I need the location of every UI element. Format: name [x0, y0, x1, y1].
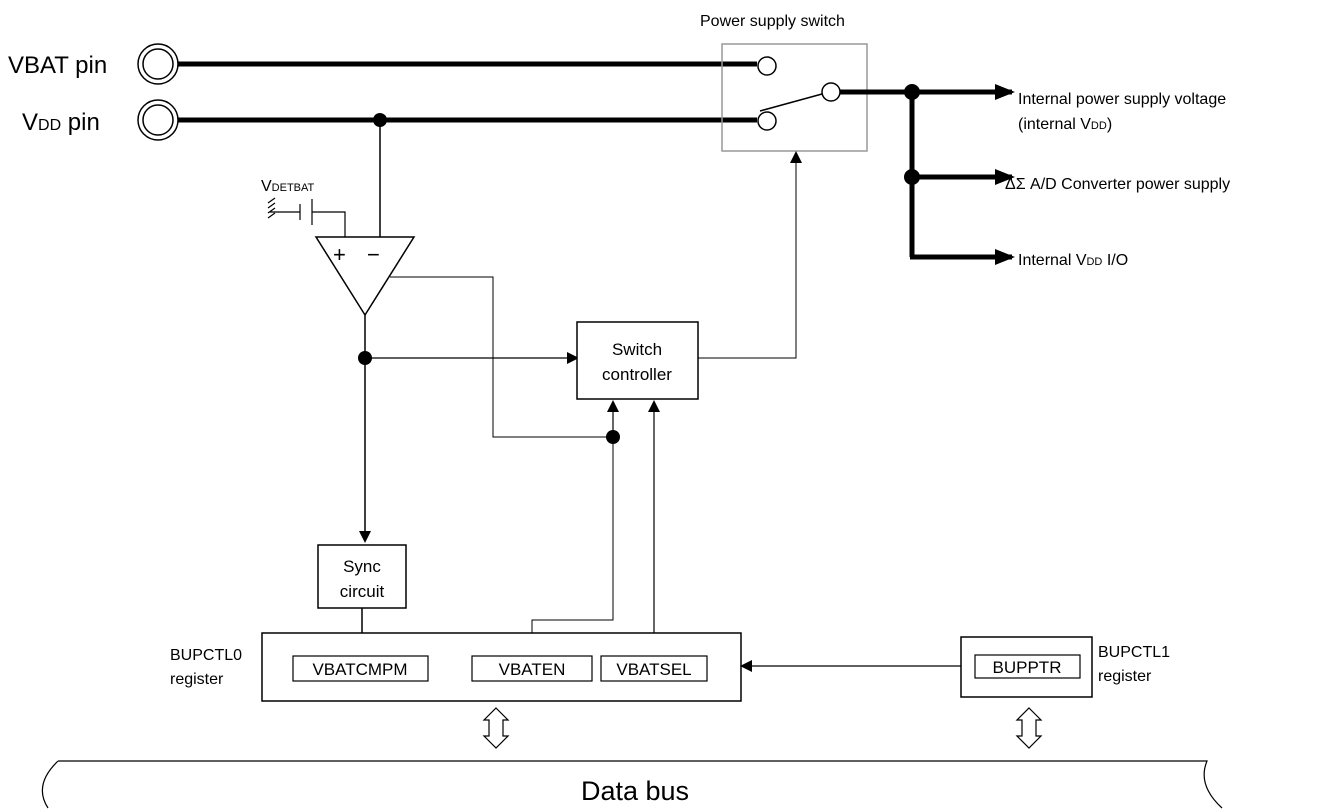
bupctl1-label-2: register — [1098, 668, 1152, 685]
vbaten-line — [531, 437, 614, 656]
bit-vbatcmpm — [292, 655, 429, 682]
bit-vbaten-label: VBATEN — [499, 660, 566, 679]
switch-contact-vdd — [757, 111, 777, 131]
bupctl1-label: BUPCTL1 — [1098, 644, 1170, 661]
comparator — [314, 236, 416, 317]
power-supply-switch — [721, 43, 868, 152]
switch-common — [821, 82, 841, 102]
vbat-pin-label: VBAT pin — [8, 52, 107, 79]
switch-arm — [759, 93, 823, 112]
bus-arrow-left — [482, 707, 510, 749]
vdd-pin — [137, 99, 179, 141]
vdetbat-label: VDETBAT — [261, 178, 315, 195]
internal-io-label: Internal VDD I/O — [1018, 252, 1128, 269]
sync-label-1: Sync — [343, 557, 381, 576]
sync-label-2: circuit — [340, 582, 385, 601]
bit-bupptr-label: BUPPTR — [993, 658, 1062, 677]
comparator-plus: + — [333, 242, 346, 267]
internal-supply-label-2: (internal VDD) — [1018, 116, 1112, 133]
bit-vbatsel — [600, 655, 708, 682]
bit-vbatsel-label: VBATSEL — [616, 660, 691, 679]
internal-supply-label: Internal power supply voltage — [1018, 91, 1226, 108]
enable-line-to-comparator — [390, 276, 613, 438]
bupctl0-label-2: register — [170, 671, 224, 688]
bus-arrow-right — [1015, 707, 1043, 749]
controller-to-switch — [698, 151, 802, 359]
bit-vbatcmpm-label: VBATCMPM — [312, 660, 407, 679]
vbat-pin — [137, 43, 179, 85]
switch-controller — [576, 321, 699, 400]
bupctl0-label: BUPCTL0 — [170, 647, 242, 664]
bit-buppt — [974, 654, 1081, 679]
vdd-pin-label: VDD pin — [22, 109, 100, 136]
adc-supply-label: ΔΣ A/D Converter power supply — [1005, 176, 1230, 193]
bit-vbaten — [471, 655, 593, 682]
power-switch-title: Power supply switch — [700, 13, 845, 30]
controller-label-1: Switch — [612, 340, 662, 359]
data-bus-label: Data bus — [581, 776, 689, 806]
sync-circuit — [317, 544, 407, 609]
comparator-minus: − — [367, 242, 380, 267]
controller-label-2: controller — [602, 365, 672, 384]
reference-source — [267, 197, 346, 237]
switch-contact-vbat — [757, 56, 777, 76]
data-bus — [41, 760, 1223, 809]
